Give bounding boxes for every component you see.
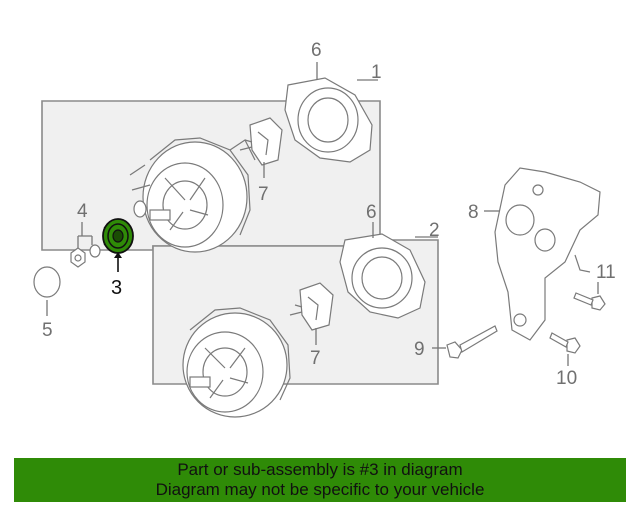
rear-housing-upper bbox=[284, 77, 373, 163]
callout-10: 10 bbox=[556, 368, 577, 389]
alternator-lower bbox=[182, 307, 291, 418]
bolt-part-11 bbox=[573, 292, 606, 311]
banner-line-1: Part or sub-assembly is #3 in diagram bbox=[177, 460, 463, 479]
callout-7-lower: 7 bbox=[310, 348, 321, 369]
nut-washer-part-4 bbox=[70, 244, 101, 268]
callout-9: 9 bbox=[414, 339, 425, 360]
callout-4: 4 bbox=[77, 201, 88, 222]
callout-3: 3 bbox=[111, 277, 122, 299]
pulley-part-3[interactable] bbox=[102, 218, 134, 254]
callout-2: 2 bbox=[429, 220, 440, 241]
callout-1: 1 bbox=[371, 62, 382, 83]
banner-line-2: Diagram may not be specific to your vehi… bbox=[155, 480, 485, 499]
washer bbox=[133, 200, 147, 218]
info-banner: Part or sub-assembly is #3 in diagram Di… bbox=[14, 458, 626, 502]
callout-7-upper: 7 bbox=[258, 184, 269, 205]
regulator-upper bbox=[239, 117, 283, 166]
bolt-part-10 bbox=[549, 332, 581, 354]
callout-6-upper: 6 bbox=[311, 40, 322, 61]
callout-11: 11 bbox=[596, 262, 616, 283]
callout-8: 8 bbox=[468, 202, 479, 223]
bolt-part-9 bbox=[446, 325, 498, 359]
cap-part-5 bbox=[33, 266, 61, 298]
callout-6-lower: 6 bbox=[366, 202, 377, 223]
regulator-lower bbox=[289, 282, 334, 331]
callout-5: 5 bbox=[42, 320, 53, 341]
bracket-part-8 bbox=[494, 167, 601, 341]
leader-lines bbox=[46, 62, 599, 366]
alternator-upper bbox=[129, 137, 256, 253]
rear-housing-lower bbox=[339, 233, 426, 319]
